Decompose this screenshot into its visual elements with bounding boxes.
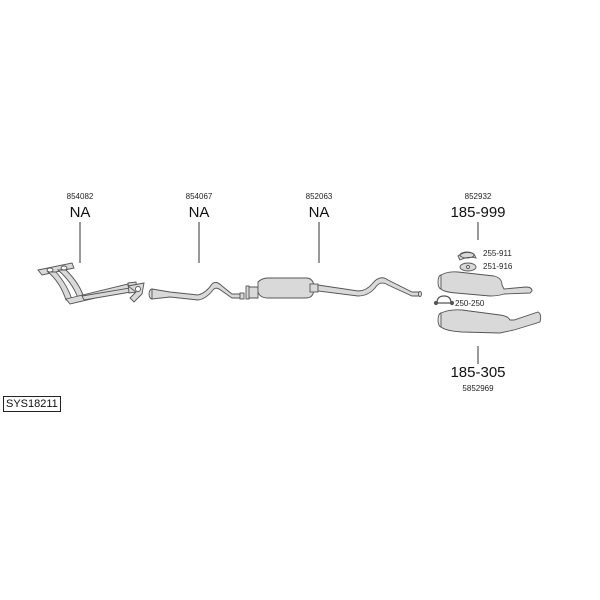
oe-number-label: 854082 (66, 192, 94, 201)
part-number-label[interactable]: NA (308, 204, 330, 221)
system-code-badge: SYS18211 (3, 396, 61, 412)
oe-number-label: 852063 (305, 192, 333, 201)
front-pipe-854082[interactable] (37, 262, 138, 305)
accessory-label[interactable]: 250-250 (455, 299, 485, 308)
center-silencer-852063[interactable] (245, 277, 422, 300)
accessory-label[interactable]: 251-916 (483, 262, 513, 271)
oe-number-label: 5852969 (462, 384, 494, 393)
part-number-label[interactable]: NA (69, 204, 91, 221)
flange-part[interactable] (126, 282, 145, 303)
rear-silencer-852932[interactable] (437, 271, 533, 297)
part-number-label[interactable]: 185-305 (450, 364, 506, 381)
accessory-255-911-icon[interactable] (457, 251, 477, 261)
accessory-251-916-icon[interactable] (459, 262, 477, 272)
accessory-250-250-icon[interactable] (433, 295, 455, 306)
rear-silencer-5852969[interactable] (437, 309, 542, 334)
part-number-label[interactable]: 185-999 (450, 204, 506, 221)
accessory-label[interactable]: 255-911 (483, 249, 512, 258)
oe-number-label: 854067 (185, 192, 213, 201)
part-number-label[interactable]: NA (188, 204, 210, 221)
oe-number-label: 852932 (464, 192, 492, 201)
middle-pipe-854067[interactable] (148, 281, 245, 301)
